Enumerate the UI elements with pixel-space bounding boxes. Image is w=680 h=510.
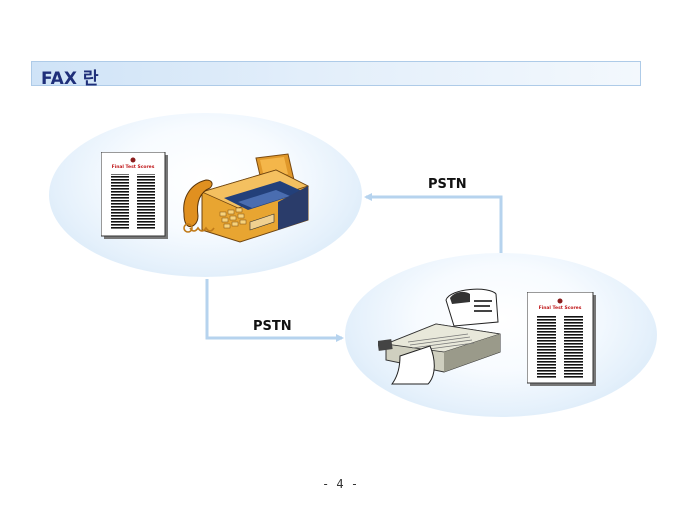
page-number: - 4 - (321, 477, 359, 491)
score-sheet-right-heading: Final Test Scores (539, 305, 582, 311)
title-bar: FAX 란 (31, 61, 641, 89)
fax-machine-icon (183, 153, 310, 243)
score-sheet-left-heading: Final Test Scores (112, 164, 155, 170)
receiving-fax-icon (378, 288, 501, 385)
pstn-label-top: PSTN (428, 177, 467, 192)
score-sheet-right-icon: Final Test Scores (527, 292, 596, 386)
page-title: FAX 란 (41, 69, 99, 89)
pstn-link-right-to-left (364, 193, 503, 253)
pstn-link-left-to-right (205, 279, 344, 342)
pstn-label-bottom: PSTN (253, 319, 292, 334)
score-sheet-left-icon: Final Test Scores (101, 152, 168, 239)
receiver-ellipse (345, 253, 657, 417)
